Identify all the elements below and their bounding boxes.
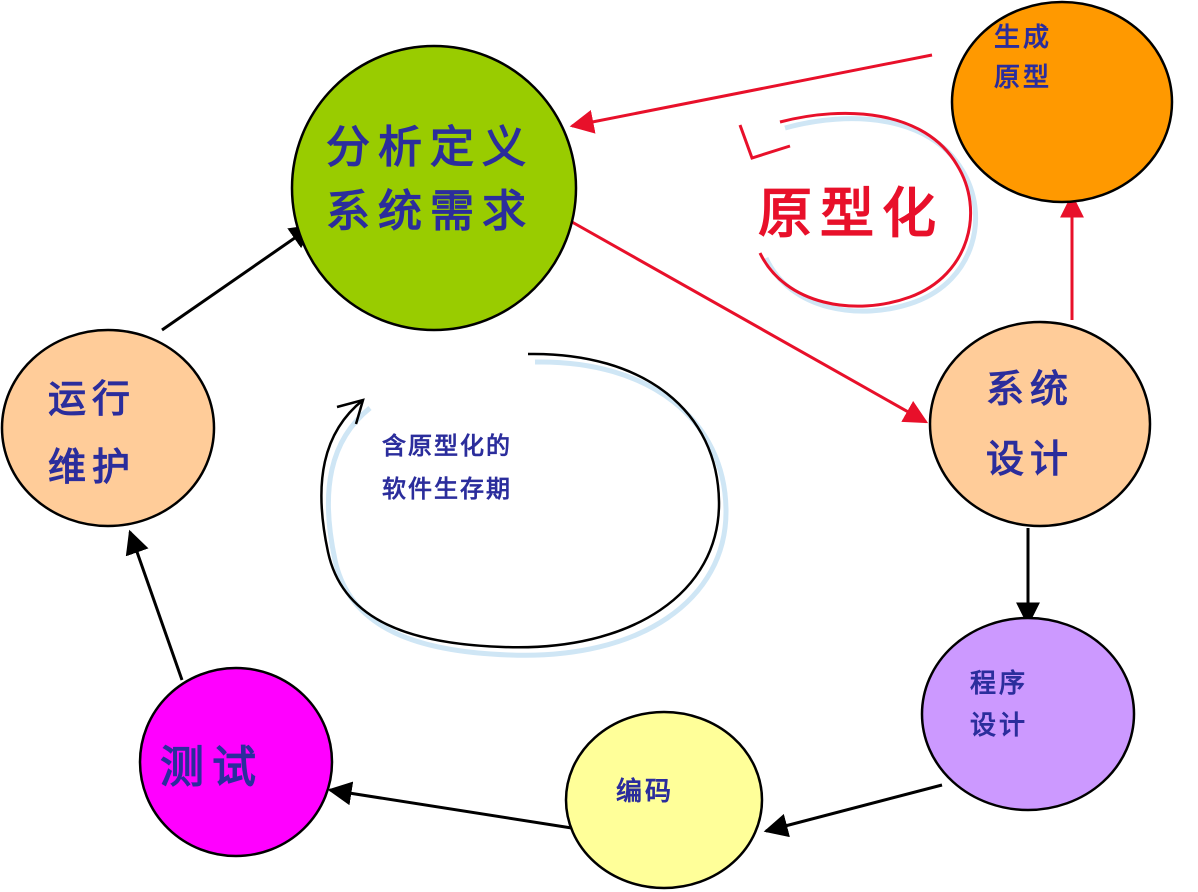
arrow-coding-to-testing: [327, 781, 579, 831]
node-testing: 测试: [138, 666, 334, 858]
arrow-testing-to-maintenance: [125, 529, 184, 681]
arrow-maintenance-to-analysis: [161, 224, 314, 332]
node-program-design: 程序 设计: [920, 616, 1136, 812]
node-testing-line1: 测试: [160, 742, 264, 793]
node-system-design-line1: 系统: [986, 367, 1074, 411]
arrow-prototype-to-analysis: [569, 53, 933, 134]
arrow-analysis-to-system-design: [571, 220, 929, 424]
node-program-design-line2: 设计: [970, 711, 1028, 741]
node-program-design-line1: 程序: [970, 668, 1028, 699]
arrow-program-design-to-coding: [763, 783, 943, 838]
node-analysis-line2: 系统需求: [326, 186, 534, 237]
node-analysis: 分析定义 系统需求: [290, 44, 578, 332]
node-coding: 编码: [564, 710, 764, 890]
node-maintenance: 运行 维护: [0, 328, 216, 528]
center-loop: 含原型化的 软件生存期: [320, 352, 729, 658]
node-prototype-line2: 原型: [994, 63, 1052, 93]
node-system-design-line2: 设计: [986, 437, 1074, 481]
prototyping-label: 原型化: [758, 181, 944, 245]
center-label-line1: 含原型化的: [382, 432, 512, 460]
node-prototype: 生成 原型: [950, 0, 1174, 204]
node-prototype-line1: 生成: [994, 23, 1052, 53]
prototyping-loop: 原型化: [738, 111, 978, 314]
node-coding-line1: 编码: [616, 776, 674, 807]
node-analysis-line1: 分析定义: [326, 122, 534, 173]
node-maintenance-line2: 维护: [48, 445, 136, 489]
node-system-design: 系统 设计: [928, 320, 1152, 528]
node-maintenance-line1: 运行: [48, 377, 136, 421]
center-label-line2: 软件生存期: [382, 475, 512, 503]
